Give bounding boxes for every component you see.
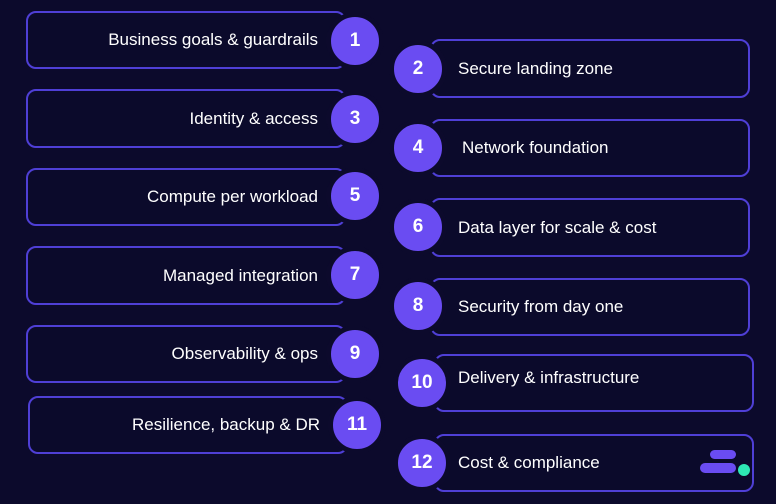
step-number-9: 9	[349, 343, 361, 364]
step-box-4: Network foundation	[430, 119, 750, 177]
step-number-4: 4	[412, 137, 424, 158]
step-number-badge-10: 10	[394, 355, 450, 411]
step-number-11: 11	[346, 414, 368, 435]
step-box-3: Identity & access	[26, 89, 346, 148]
step-box-1: Business goals & guardrails	[26, 11, 346, 69]
step-label-2: Secure landing zone	[458, 58, 614, 78]
step-number-badge-4: 4	[390, 120, 446, 176]
step-box-11: Resilience, backup & DR	[28, 396, 348, 454]
step-box-12: Cost & compliance	[434, 434, 754, 492]
step-label-12: Cost & compliance	[458, 453, 600, 472]
step-number-badge-1: 1	[327, 13, 383, 69]
step-label-11: Resilience, backup & DR	[131, 415, 320, 434]
step-label-3: Identity & access	[189, 108, 318, 128]
step-number-5: 5	[349, 185, 361, 206]
step-number-badge-8: 8	[390, 278, 446, 334]
step-label-8: Security from day one	[458, 297, 624, 316]
step-box-8: Security from day one	[430, 278, 750, 336]
step-label-10: Delivery & infrastructure	[458, 368, 640, 387]
step-number-12: 12	[411, 452, 433, 473]
step-number-1: 1	[349, 30, 361, 51]
step-number-3: 3	[349, 108, 361, 129]
step-label-9: Observability & ops	[171, 344, 318, 363]
step-box-7: Managed integration	[26, 246, 346, 305]
step-box-10: Delivery & infrastructure	[434, 354, 754, 412]
step-label-6: Data layer for scale & cost	[458, 217, 657, 237]
step-number-badge-5: 5	[327, 168, 383, 224]
step-number-badge-12: 12	[394, 435, 450, 491]
step-number-badge-9: 9	[327, 326, 383, 382]
step-number-2: 2	[412, 58, 424, 79]
step-label-1: Business goals & guardrails	[108, 30, 318, 49]
step-label-4: Network foundation	[462, 138, 609, 157]
step-box-5: Compute per workload	[26, 168, 346, 226]
step-number-7: 7	[349, 264, 361, 285]
step-label-7: Managed integration	[162, 265, 318, 285]
step-box-9: Observability & ops	[26, 325, 346, 383]
step-number-6: 6	[412, 216, 424, 237]
brand-logo-icon	[700, 450, 750, 476]
step-box-6: Data layer for scale & cost	[430, 198, 750, 257]
step-number-badge-2: 2	[390, 41, 446, 97]
step-box-2: Secure landing zone	[430, 39, 750, 98]
step-number-badge-11: 11	[329, 397, 385, 453]
step-label-5: Compute per workload	[146, 187, 318, 206]
step-number-badge-3: 3	[327, 91, 383, 147]
step-number-badge-7: 7	[327, 247, 383, 303]
step-number-badge-6: 6	[390, 199, 446, 255]
step-number-10: 10	[411, 372, 433, 393]
step-number-8: 8	[412, 295, 424, 316]
